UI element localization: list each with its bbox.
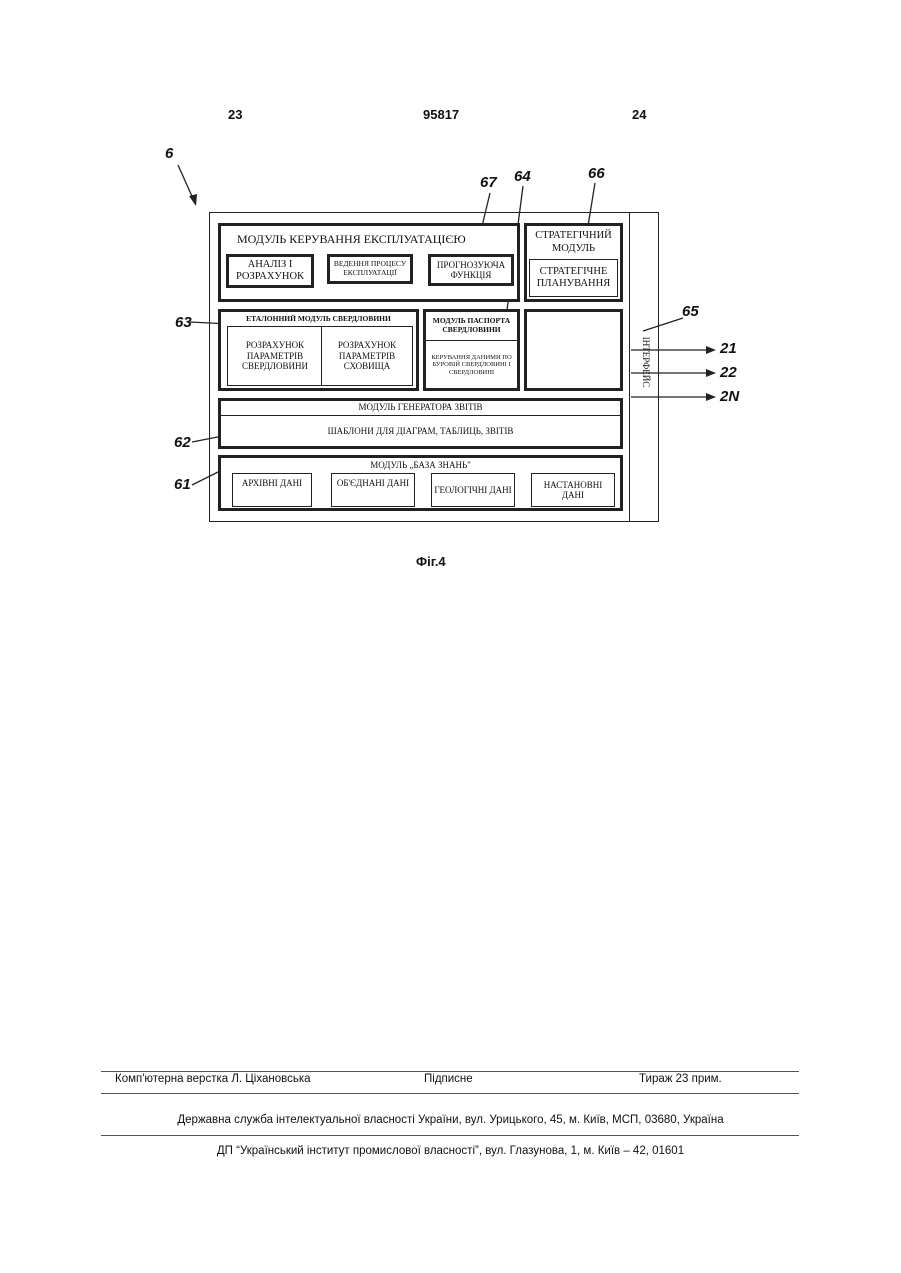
- knowledge-base-module: МОДУЛЬ „БАЗА ЗНАНЬ" АРХІВНІ ДАНІ ОБ'ЄДНА…: [218, 455, 623, 511]
- well-passport-module-title: МОДУЛЬ ПАСПОРТА СВЕРДЛОВИНИ: [426, 313, 517, 339]
- output-label-1: 21: [720, 340, 737, 357]
- interface-column: ІНТЕРФЕЙС: [629, 212, 659, 522]
- circulation-label: Тираж 23 прим.: [639, 1073, 722, 1085]
- footer-rule-middle: [101, 1093, 799, 1094]
- footer-rule-top: [101, 1071, 799, 1072]
- passport-divider: [426, 340, 517, 341]
- forecast-box: ПРОГНОЗУЮЧА ФУНКЦІЯ: [428, 254, 514, 286]
- output-label-2: 22: [720, 364, 737, 381]
- figure-caption: Фіг.4: [416, 554, 446, 569]
- process-box: ВЕДЕННЯ ПРОЦЕСУ ЕКСПЛУАТАЦІЇ: [327, 254, 413, 284]
- exploitation-module: МОДУЛЬ КЕРУВАННЯ ЕКСПЛУАТАЦІЄЮ АНАЛІЗ І …: [218, 223, 520, 302]
- report-generator-title: МОДУЛЬ ГЕНЕРАТОРА ЗВІТІВ: [221, 401, 620, 414]
- templates-text: ШАБЛОНИ ДЛЯ ДІАГРАМ, ТАБЛИЦЬ, ЗВІТІВ: [221, 416, 620, 446]
- footer-rule-bottom: [101, 1135, 799, 1136]
- geology-data-box: ГЕОЛОГІЧНІ ДАНІ: [431, 473, 515, 507]
- strategic-module-title: СТРАТЕГІЧНИЙ МОДУЛЬ: [527, 227, 620, 258]
- archive-data-box: АРХІВНІ ДАНІ: [232, 473, 312, 507]
- strategic-planning-box: СТРАТЕГІЧНЕ ПЛАНУВАННЯ: [529, 259, 618, 297]
- layout-credit: Комп'ютерна верстка Л. Ціхановська: [115, 1073, 311, 1085]
- service-address: Державна служба інтелектуальної власност…: [0, 1114, 901, 1126]
- analysis-box: АНАЛІЗ І РОЗРАХУНОК: [226, 254, 314, 288]
- combined-data-box: ОБ'ЄДНАНІ ДАНІ: [331, 473, 415, 507]
- strategic-module: СТРАТЕГІЧНИЙ МОДУЛЬ СТРАТЕГІЧНЕ ПЛАНУВАН…: [524, 223, 623, 302]
- reference-well-module-title: ЕТАЛОННИЙ МОДУЛЬ СВЕРДЛОВИНИ: [221, 313, 416, 325]
- interface-label: ІНТЕРФЕЙС: [641, 332, 651, 392]
- well-passport-module: МОДУЛЬ ПАСПОРТА СВЕРДЛОВИНИ КЕРУВАННЯ ДА…: [423, 309, 520, 391]
- reference-well-module: ЕТАЛОННИЙ МОДУЛЬ СВЕРДЛОВИНИ РОЗРАХУНОК …: [218, 309, 419, 391]
- settings-data-box: НАСТАНОВНІ ДАНІ: [531, 473, 615, 507]
- storage-params-box: РОЗРАХУНОК ПАРАМЕТРІВ СХОВИЩА: [321, 326, 413, 386]
- empty-module: [524, 309, 623, 391]
- well-params-box: РОЗРАХУНОК ПАРАМЕТРІВ СВЕРДЛОВИНИ: [227, 326, 323, 386]
- institute-address: ДП “Український інститут промислової вла…: [0, 1145, 901, 1157]
- output-label-n: 2N: [720, 388, 739, 405]
- signed-label: Підписне: [424, 1073, 473, 1085]
- report-generator-module: МОДУЛЬ ГЕНЕРАТОРА ЗВІТІВ ШАБЛОНИ ДЛЯ ДІА…: [218, 398, 623, 449]
- exploitation-module-title: МОДУЛЬ КЕРУВАННЯ ЕКСПЛУАТАЦІЄЮ: [237, 232, 466, 247]
- data-management-text: КЕРУВАННЯ ДАНИМИ ПО БУРОВІЙ СВЕРДЛОВИНІ …: [427, 344, 516, 386]
- knowledge-base-title: МОДУЛЬ „БАЗА ЗНАНЬ": [221, 458, 620, 472]
